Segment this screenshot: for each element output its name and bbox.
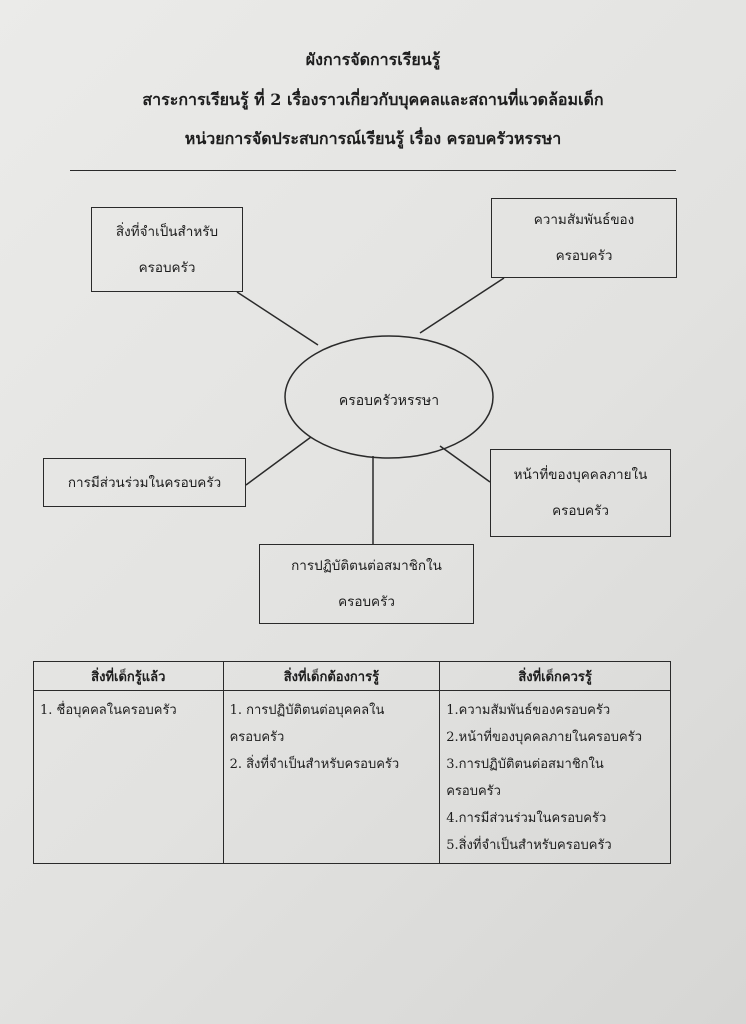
header-want-to-know: สิ่งที่เด็กต้องการรู้ xyxy=(222,661,441,691)
box-line: ครอบครัว xyxy=(138,259,196,276)
table-header-row: สิ่งที่เด็กรู้แล้ว สิ่งที่เด็กต้องการรู้… xyxy=(33,661,671,691)
unit-title: หน่วยการจัดประสบการณ์เรียนรู้ เรื่อง ครอ… xyxy=(184,129,562,148)
box-family-necessities: สิ่งที่จำเป็นสำหรับ ครอบครัว xyxy=(91,207,243,292)
cell-should-know: 1.ความสัมพันธ์ของครอบครัว 2.หน้าที่ของบุ… xyxy=(439,690,671,864)
box-family-participation: การมีส่วนร่วมในครอบครัว xyxy=(43,458,246,507)
box-line: ครอบครัว xyxy=(552,503,609,519)
connector-right xyxy=(439,445,491,483)
box-family-duties: หน้าที่ของบุคคลภายใน ครอบครัว xyxy=(490,449,671,537)
header-divider xyxy=(70,170,676,171)
header-should-know: สิ่งที่เด็กควรรู้ xyxy=(439,661,671,691)
list-item: 2.หน้าที่ของบุคคลภายในครอบครัว xyxy=(446,730,643,745)
box-line: การปฏิบัติตนต่อสมาชิกใน xyxy=(291,558,442,574)
learning-strand-title: สาระการเรียนรู้ ที่ 2 เรื่องราวเกี่ยวกับ… xyxy=(142,90,604,109)
center-oval xyxy=(284,335,494,459)
header-already-know: สิ่งที่เด็กรู้แล้ว xyxy=(33,661,224,691)
box-line: ครอบครัว xyxy=(338,594,395,610)
box-line: ความสัมพันธ์ของ xyxy=(533,212,635,228)
list-item: 1. การปฏิบัติตนต่อบุคคลใน xyxy=(229,703,385,718)
connector-top-left xyxy=(236,291,319,346)
list-item: 4.การมีส่วนร่วมในครอบครัว xyxy=(446,811,607,826)
list-item: 1. ชื่อบุคคลในครอบครัว xyxy=(40,703,177,718)
table-row: 1. ชื่อบุคคลในครอบครัว 1. การปฏิบัติตนต่… xyxy=(33,690,671,864)
list-item: ครอบครัว xyxy=(446,784,501,799)
cell-already-know: 1. ชื่อบุคคลในครอบครัว xyxy=(33,690,224,864)
box-conduct-toward-members: การปฏิบัติตนต่อสมาชิกใน ครอบครัว xyxy=(259,544,474,624)
list-item: 5.สิ่งที่จำเป็นสำหรับครอบครัว xyxy=(446,838,612,853)
list-item: ครอบครัว xyxy=(229,730,285,745)
connector-left xyxy=(245,436,312,486)
list-item: 3.การปฏิบัติตนต่อสมาชิกใน xyxy=(446,757,604,772)
box-line: การมีส่วนร่วมในครอบครัว xyxy=(67,474,222,491)
connector-top-right xyxy=(419,277,505,334)
kwl-table: สิ่งที่เด็กรู้แล้ว สิ่งที่เด็กต้องการรู้… xyxy=(33,661,671,864)
center-topic: ครอบครัวหรรษา xyxy=(338,393,440,409)
box-line: ครอบครัว xyxy=(555,248,613,264)
box-family-relationships: ความสัมพันธ์ของ ครอบครัว xyxy=(491,198,677,278)
chart-title: ผังการจัดการเรียนรู้ xyxy=(305,50,441,69)
cell-want-to-know: 1. การปฏิบัติตนต่อบุคคลใน ครอบครัว 2. สิ… xyxy=(222,690,441,864)
box-line: หน้าที่ของบุคคลภายใน xyxy=(513,467,648,483)
list-item: 1.ความสัมพันธ์ของครอบครัว xyxy=(446,703,611,718)
list-item: 2. สิ่งที่จำเป็นสำหรับครอบครัว xyxy=(229,757,400,772)
box-line: สิ่งที่จำเป็นสำหรับ xyxy=(115,223,219,240)
